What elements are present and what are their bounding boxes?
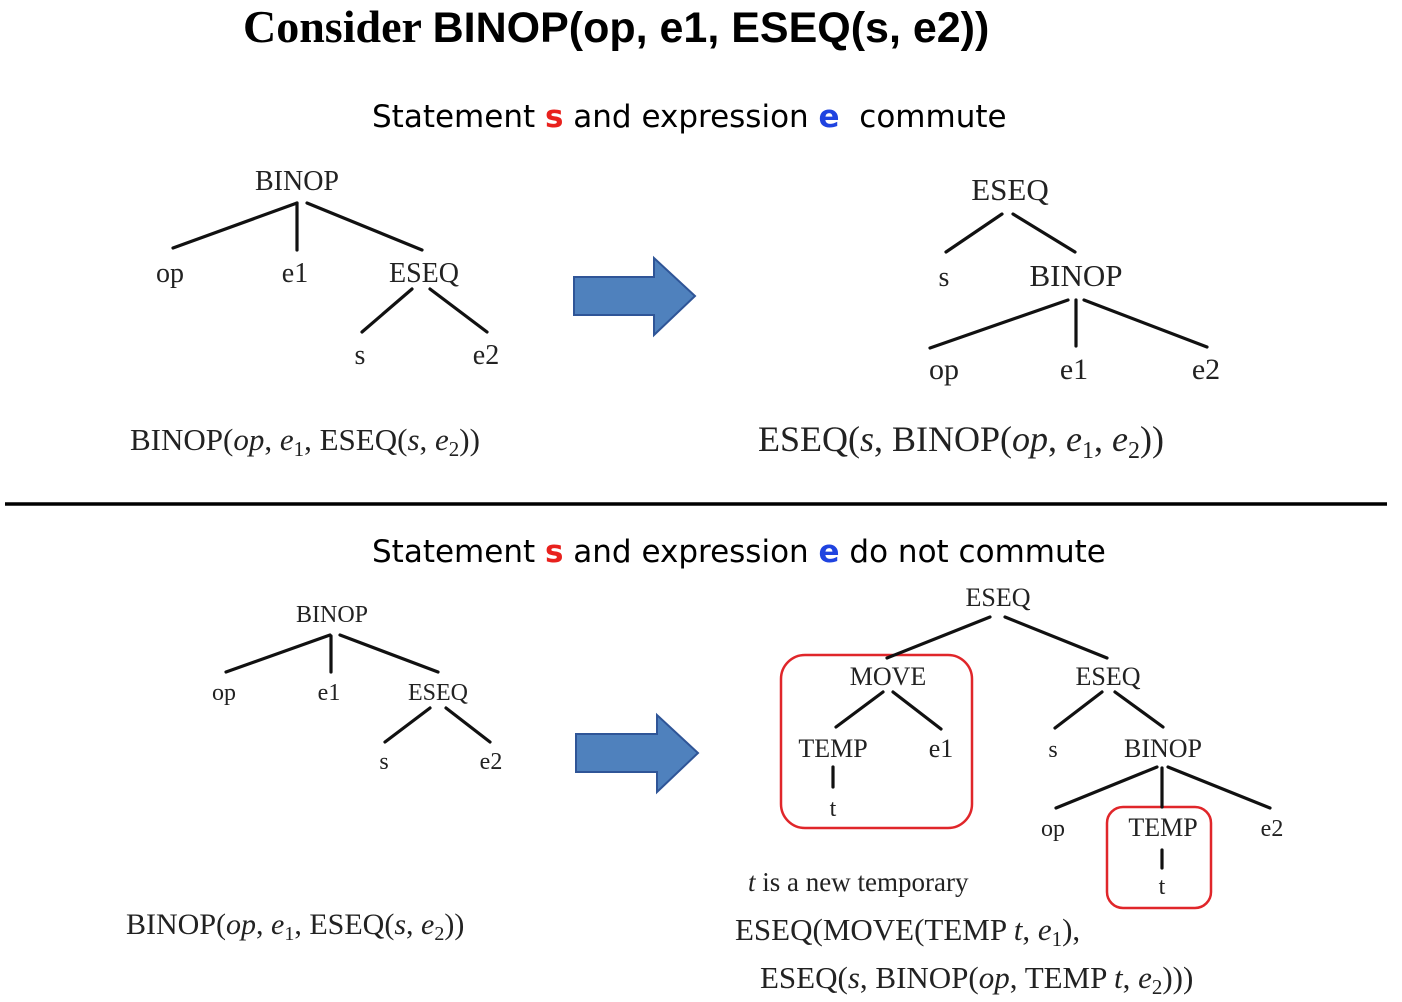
node-op: op	[156, 258, 184, 289]
node-s: s	[1048, 737, 1057, 763]
node-temp-2: TEMP	[1128, 813, 1197, 842]
node-eseq: ESEQ	[408, 680, 468, 706]
node-binop: BINOP	[1029, 258, 1122, 293]
noncommute-right-tree: ESEQ MOVE TEMP t e1 ESEQ s BINOP op TEMP…	[779, 583, 1284, 910]
slide-title: Consider BINOP(op, e1, ESEQ(s, e2))	[243, 1, 989, 52]
node-s: s	[939, 262, 950, 293]
node-s: s	[379, 749, 388, 775]
node-eseq: ESEQ	[1076, 662, 1141, 691]
node-binop: BINOP	[296, 602, 368, 628]
node-binop: BINOP	[255, 166, 339, 197]
node-eseq: ESEQ	[389, 258, 459, 289]
node-move: MOVE	[850, 662, 927, 691]
node-s: s	[355, 340, 366, 371]
node-t-2: t	[1159, 874, 1166, 900]
node-e1: e1	[929, 734, 954, 763]
node-t: t	[830, 796, 837, 822]
node-e2: e2	[480, 749, 503, 775]
commute-left-tree: BINOP op e1 ESEQ s e2	[156, 166, 499, 371]
node-op: op	[212, 680, 236, 706]
noncommute-formula-line-2: ESEQ(s, BINOP(op, TEMP t, e2)))	[760, 960, 1193, 999]
node-e2: e2	[1261, 816, 1284, 842]
node-e2: e2	[473, 340, 499, 371]
noncommute-left-formula: BINOP(op, e1, ESEQ(s, e2))	[126, 908, 464, 945]
noncommute-formula-line-1: ESEQ(MOVE(TEMP t, e1),	[735, 912, 1080, 951]
node-e1: e1	[282, 258, 308, 289]
node-e1: e1	[1060, 353, 1088, 386]
temp-highlight-box	[1105, 805, 1213, 910]
commute-right-tree: ESEQ s BINOP op e1 e2	[928, 172, 1220, 386]
move-highlight-box	[779, 653, 974, 830]
commute-heading: Statement s and expression e commute	[372, 99, 1007, 135]
node-eseq-root: ESEQ	[966, 583, 1031, 612]
node-binop: BINOP	[1124, 734, 1202, 763]
node-op: op	[1041, 816, 1065, 842]
node-temp: TEMP	[798, 734, 867, 763]
transform-arrow-2	[575, 712, 700, 795]
node-e1: e1	[318, 680, 341, 706]
node-eseq: ESEQ	[971, 172, 1049, 207]
temporary-note: t is a new temporary	[748, 867, 969, 897]
transform-arrow-1	[573, 255, 697, 338]
commute-left-formula: BINOP(op, e1, ESEQ(s, e2))	[130, 422, 480, 461]
node-op: op	[929, 353, 959, 386]
noncommute-left-tree: BINOP op e1 ESEQ s e2	[212, 602, 502, 775]
node-e2: e2	[1192, 353, 1220, 386]
noncommute-heading: Statement s and expression e do not comm…	[372, 534, 1106, 570]
commute-right-formula: ESEQ(s, BINOP(op, e1, e2))	[758, 419, 1164, 464]
